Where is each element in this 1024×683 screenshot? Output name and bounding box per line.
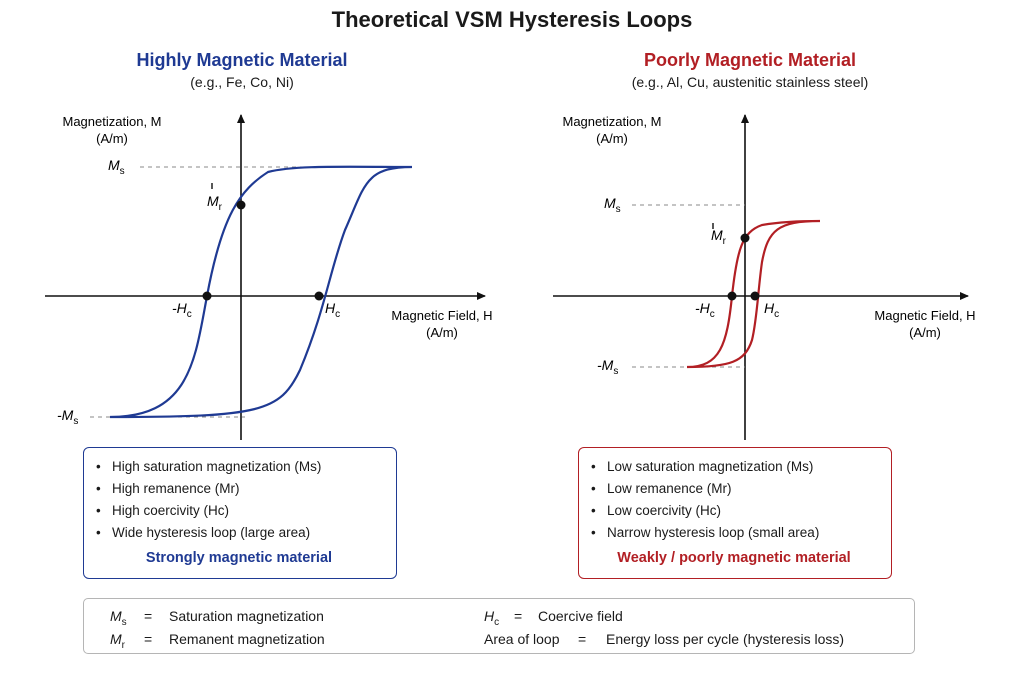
right-properties-list: Low saturation magnetization (Ms) Low re… xyxy=(591,456,877,544)
legend-hc-text: Coercive field xyxy=(538,608,623,624)
left-neg-ms-label: -Ms xyxy=(57,407,78,427)
left-property-item: High saturation magnetization (Ms) xyxy=(96,456,382,478)
right-y-axis-label: Magnetization, M xyxy=(563,114,662,129)
right-properties-box: Low saturation magnetization (Ms) Low re… xyxy=(578,447,892,579)
left-hysteresis-loop xyxy=(109,165,413,419)
right-summary: Weakly / poorly magnetic material xyxy=(617,550,851,566)
right-neg-ms-label: -Ms xyxy=(597,357,618,377)
symbol-legend: Ms = Saturation magnetization Mr = Reman… xyxy=(83,598,915,654)
legend-area-label: Area of loop xyxy=(484,631,560,647)
right-mr-label: Mr xyxy=(711,227,727,247)
left-properties-box: High saturation magnetization (Ms) High … xyxy=(83,447,397,579)
right-hc-label: Hc xyxy=(764,300,779,320)
left-y-axis-label: Magnetization, M xyxy=(63,114,162,129)
right-panel-heading: Poorly Magnetic Material xyxy=(643,50,857,70)
right-property-item: Narrow hysteresis loop (small area) xyxy=(591,522,877,544)
legend-area-text: Energy loss per cycle (hysteresis loss) xyxy=(606,631,845,647)
right-ms-label: Ms xyxy=(604,195,621,215)
legend-mr-row: Mr xyxy=(110,631,126,651)
figure-title: Theoretical VSM Hysteresis Loops xyxy=(331,7,693,32)
right-x-axis-unit: (A/m) xyxy=(909,325,941,340)
right-property-item: Low coercivity (Hc) xyxy=(591,500,877,522)
right-property-item: Low saturation magnetization (Ms) xyxy=(591,456,877,478)
left-hc-label: Hc xyxy=(325,300,340,320)
left-property-item: Wide hysteresis loop (large area) xyxy=(96,522,382,544)
left-property-item: High remanence (Mr) xyxy=(96,478,382,500)
left-hc-point xyxy=(314,291,324,301)
left-mr-label: Mr xyxy=(207,193,223,213)
right-plot: Magnetization, M (A/m) Magnetic Field, H… xyxy=(553,114,976,440)
left-panel-examples: (e.g., Fe, Co, Ni) xyxy=(190,74,294,90)
left-x-axis-label: Magnetic Field, H xyxy=(391,308,492,323)
right-property-item: Low remanence (Mr) xyxy=(591,478,877,500)
left-neg-hc-point xyxy=(202,291,212,301)
right-panel-examples: (e.g., Al, Cu, austenitic stainless stee… xyxy=(631,74,869,90)
legend-area-equals: = xyxy=(578,631,587,647)
legend-ms-equals: = xyxy=(144,608,153,624)
right-y-axis-unit: (A/m) xyxy=(596,131,628,146)
left-plot: Magnetization, M (A/m) Magnetic Field, H… xyxy=(45,114,493,440)
legend-hc-equals: = xyxy=(514,608,523,624)
legend-mr-text: Remanent magnetization xyxy=(169,631,325,647)
left-property-item: High coercivity (Hc) xyxy=(96,500,382,522)
left-ms-label: Ms xyxy=(108,157,125,177)
left-panel-heading: Highly Magnetic Material xyxy=(136,50,348,70)
left-summary: Strongly magnetic material xyxy=(145,550,333,566)
right-x-axis-label: Magnetic Field, H xyxy=(874,308,975,323)
legend-ms-row: Ms xyxy=(110,608,127,628)
right-neg-hc-label: -Hc xyxy=(695,300,715,320)
left-mr-point xyxy=(236,200,246,210)
right-hc-point xyxy=(750,291,760,301)
left-neg-hc-label: -Hc xyxy=(172,300,192,320)
legend-mr-equals: = xyxy=(144,631,153,647)
legend-hc-row: Hc xyxy=(484,608,500,628)
legend-ms-text: Saturation magnetization xyxy=(169,608,324,624)
left-x-axis-unit: (A/m) xyxy=(426,325,458,340)
left-properties-list: High saturation magnetization (Ms) High … xyxy=(96,456,382,544)
right-neg-hc-point xyxy=(727,291,737,301)
left-y-axis-unit: (A/m) xyxy=(96,131,128,146)
right-mr-point xyxy=(740,233,750,243)
